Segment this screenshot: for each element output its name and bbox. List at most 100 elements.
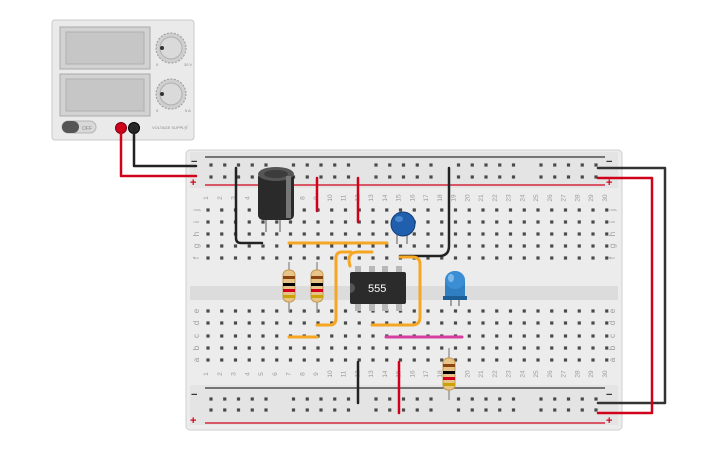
- breadboard-hole[interactable]: [481, 321, 485, 325]
- breadboard-hole[interactable]: [467, 309, 471, 313]
- breadboard-hole[interactable]: [398, 208, 403, 212]
- breadboard-hole[interactable]: [357, 321, 361, 325]
- right-plus-rail-wire[interactable]: [596, 176, 654, 415]
- breadboard-hole[interactable]: [536, 220, 540, 224]
- breadboard-hole[interactable]: [371, 208, 375, 212]
- breadboard-hole[interactable]: [522, 309, 526, 313]
- breadboard-hole[interactable]: [481, 208, 485, 212]
- breadboard-hole[interactable]: [563, 309, 568, 313]
- breadboard-hole[interactable]: [508, 232, 513, 236]
- breadboard-hole[interactable]: [343, 358, 348, 362]
- breadboard-hole[interactable]: [536, 346, 540, 350]
- breadboard-hole[interactable]: [591, 220, 595, 224]
- breadboard-hole[interactable]: [426, 321, 430, 325]
- breadboard-hole[interactable]: [495, 321, 499, 325]
- breadboard-hole[interactable]: [385, 244, 389, 248]
- breadboard-hole[interactable]: [247, 208, 251, 212]
- breadboard-hole[interactable]: [333, 163, 337, 167]
- breadboard-hole[interactable]: [508, 358, 513, 362]
- breadboard-hole[interactable]: [550, 321, 554, 325]
- breadboard-hole[interactable]: [357, 232, 361, 236]
- breadboard-hole[interactable]: [426, 346, 430, 350]
- breadboard-hole[interactable]: [467, 232, 471, 236]
- breadboard-hole[interactable]: [511, 397, 516, 401]
- breadboard-hole[interactable]: [250, 408, 254, 412]
- breadboard-hole[interactable]: [275, 244, 279, 248]
- breadboard-hole[interactable]: [440, 208, 444, 212]
- breadboard-hole[interactable]: [522, 244, 526, 248]
- breadboard-hole[interactable]: [357, 346, 361, 350]
- breadboard-hole[interactable]: [330, 208, 334, 212]
- breadboard-hole[interactable]: [495, 334, 499, 338]
- breadboard-hole[interactable]: [250, 163, 254, 167]
- breadboard-hole[interactable]: [343, 256, 348, 260]
- breadboard-hole[interactable]: [456, 397, 461, 401]
- breadboard-hole[interactable]: [275, 346, 279, 350]
- breadboard-hole[interactable]: [233, 309, 238, 313]
- breadboard-hole[interactable]: [429, 397, 433, 401]
- breadboard-hole[interactable]: [577, 244, 581, 248]
- power-supply[interactable]: 0 30 V 0 5 A OFF VOLTAGE SUPPLY ⚡: [51, 19, 195, 141]
- breadboard-hole[interactable]: [261, 309, 265, 313]
- breadboard-hole[interactable]: [206, 346, 210, 350]
- breadboard-hole[interactable]: [539, 408, 543, 412]
- breadboard-hole[interactable]: [206, 256, 210, 260]
- breadboard-hole[interactable]: [223, 175, 227, 179]
- blue-led[interactable]: [443, 271, 467, 306]
- breadboard-hole[interactable]: [536, 334, 540, 338]
- breadboard-hole[interactable]: [343, 309, 348, 313]
- breadboard-hole[interactable]: [429, 408, 433, 412]
- breadboard-hole[interactable]: [563, 321, 568, 325]
- breadboard-hole[interactable]: [374, 175, 378, 179]
- breadboard-hole[interactable]: [247, 244, 251, 248]
- breadboard-hole[interactable]: [539, 397, 543, 401]
- breadboard-hole[interactable]: [591, 321, 595, 325]
- breadboard-hole[interactable]: [508, 334, 513, 338]
- breadboard-hole[interactable]: [412, 208, 416, 212]
- breadboard-hole[interactable]: [319, 175, 323, 179]
- breadboard-hole[interactable]: [440, 220, 444, 224]
- breadboard-hole[interactable]: [594, 163, 598, 167]
- breadboard-hole[interactable]: [522, 358, 526, 362]
- resistor-2[interactable]: [310, 262, 324, 312]
- breadboard-hole[interactable]: [343, 244, 348, 248]
- breadboard-hole[interactable]: [563, 334, 568, 338]
- breadboard-hole[interactable]: [288, 256, 293, 260]
- breadboard-hole[interactable]: [591, 309, 595, 313]
- breadboard-hole[interactable]: [333, 175, 337, 179]
- breadboard-hole[interactable]: [508, 220, 513, 224]
- breadboard-hole[interactable]: [481, 309, 485, 313]
- breadboard-hole[interactable]: [236, 408, 241, 412]
- breadboard-hole[interactable]: [594, 408, 598, 412]
- breadboard-hole[interactable]: [553, 163, 557, 167]
- breadboard-hole[interactable]: [275, 358, 279, 362]
- breadboard-hole[interactable]: [536, 321, 540, 325]
- breadboard-hole[interactable]: [550, 220, 554, 224]
- breadboard-hole[interactable]: [508, 346, 513, 350]
- breadboard-hole[interactable]: [374, 163, 378, 167]
- breadboard-hole[interactable]: [401, 175, 406, 179]
- discharge-ground-wire[interactable]: [398, 166, 451, 258]
- breadboard-hole[interactable]: [426, 256, 430, 260]
- breadboard-hole[interactable]: [261, 256, 265, 260]
- breadboard-hole[interactable]: [316, 358, 320, 362]
- breadboard-hole[interactable]: [536, 244, 540, 248]
- breadboard-hole[interactable]: [440, 358, 444, 362]
- breadboard-hole[interactable]: [539, 163, 543, 167]
- breadboard-hole[interactable]: [261, 358, 265, 362]
- breadboard-hole[interactable]: [220, 208, 224, 212]
- breadboard-hole[interactable]: [522, 321, 526, 325]
- breadboard-hole[interactable]: [233, 358, 238, 362]
- breadboard-hole[interactable]: [385, 321, 389, 325]
- resistor-1[interactable]: [282, 262, 296, 312]
- breadboard-hole[interactable]: [591, 232, 595, 236]
- breadboard-hole[interactable]: [357, 244, 361, 248]
- breadboard-hole[interactable]: [233, 334, 238, 338]
- breadboard-hole[interactable]: [591, 334, 595, 338]
- breadboard-hole[interactable]: [220, 334, 224, 338]
- breadboard-hole[interactable]: [357, 358, 361, 362]
- breadboard-hole[interactable]: [319, 163, 323, 167]
- breadboard-hole[interactable]: [233, 346, 238, 350]
- breadboard-hole[interactable]: [275, 309, 279, 313]
- breadboard-hole[interactable]: [498, 397, 502, 401]
